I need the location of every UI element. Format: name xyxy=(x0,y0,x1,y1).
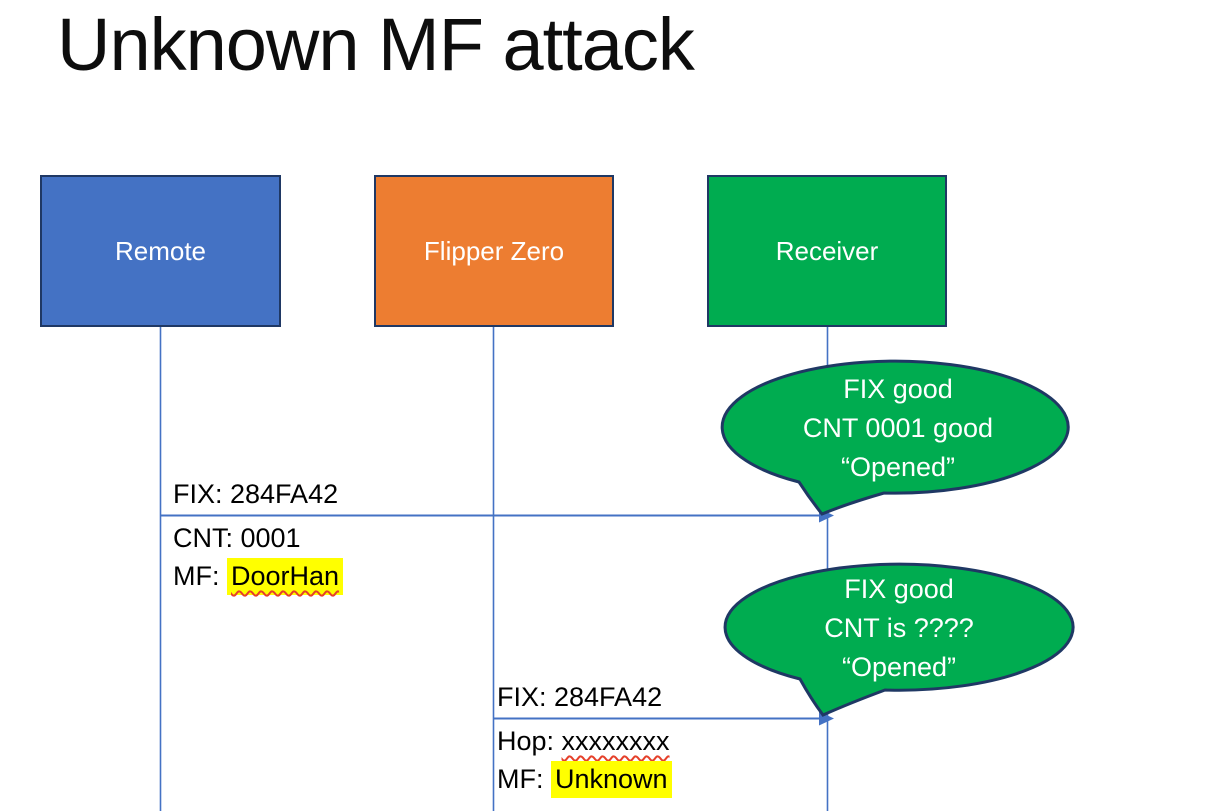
detail-value-squiggle: xxxxxxxx xyxy=(561,726,670,756)
message-1-label-above: FIX: 284FA42 xyxy=(173,479,339,509)
detail-value: 0001 xyxy=(240,523,301,553)
message-2-detail-mf: MF: Unknown xyxy=(497,760,672,798)
callout-bubble-1 xyxy=(720,359,1070,516)
callout-2-line-3: “Opened” xyxy=(841,651,957,682)
actor-box-remote: Remote xyxy=(40,175,281,327)
actor-box-receiver: Receiver xyxy=(707,175,947,327)
callout-2-line-2: CNT is ???? xyxy=(824,612,974,643)
callout-bubble-2 xyxy=(723,562,1075,717)
message-2-detail-hop: Hop: xxxxxxxx xyxy=(497,722,672,760)
detail-value-highlighted: Unknown xyxy=(551,761,672,798)
message-1-detail-mf: MF: DoorHan xyxy=(173,557,344,595)
actor-label-remote: Remote xyxy=(114,235,207,266)
detail-prefix: Hop: xyxy=(497,726,562,756)
detail-prefix: MF: xyxy=(173,561,227,591)
actor-box-flipper-zero: Flipper Zero xyxy=(374,175,614,327)
message-1-details: CNT: 0001 MF: DoorHan xyxy=(173,519,344,595)
callout-1-line-1: FIX good xyxy=(843,373,953,404)
detail-prefix: MF: xyxy=(497,764,551,794)
message-2-details: Hop: xxxxxxxx MF: Unknown xyxy=(497,722,672,798)
detail-value-highlighted: DoorHan xyxy=(227,558,344,595)
message-1-detail-cnt: CNT: 0001 xyxy=(173,519,343,557)
actor-label-flipper-zero: Flipper Zero xyxy=(423,235,565,266)
callout-2-line-1: FIX good xyxy=(844,573,954,604)
slide-title: Unknown MF attack xyxy=(57,3,695,86)
callout-1-line-2: CNT 0001 good xyxy=(802,412,994,443)
message-2-label-above: FIX: 284FA42 xyxy=(497,682,663,712)
callout-1-line-3: “Opened” xyxy=(840,451,956,482)
actor-label-receiver: Receiver xyxy=(775,235,879,266)
callout-1-text: FIX good CNT 0001 good “Opened” xyxy=(725,364,1071,492)
callout-2-text: FIX good CNT is ???? “Opened” xyxy=(725,566,1073,690)
detail-prefix: CNT: xyxy=(173,523,241,553)
